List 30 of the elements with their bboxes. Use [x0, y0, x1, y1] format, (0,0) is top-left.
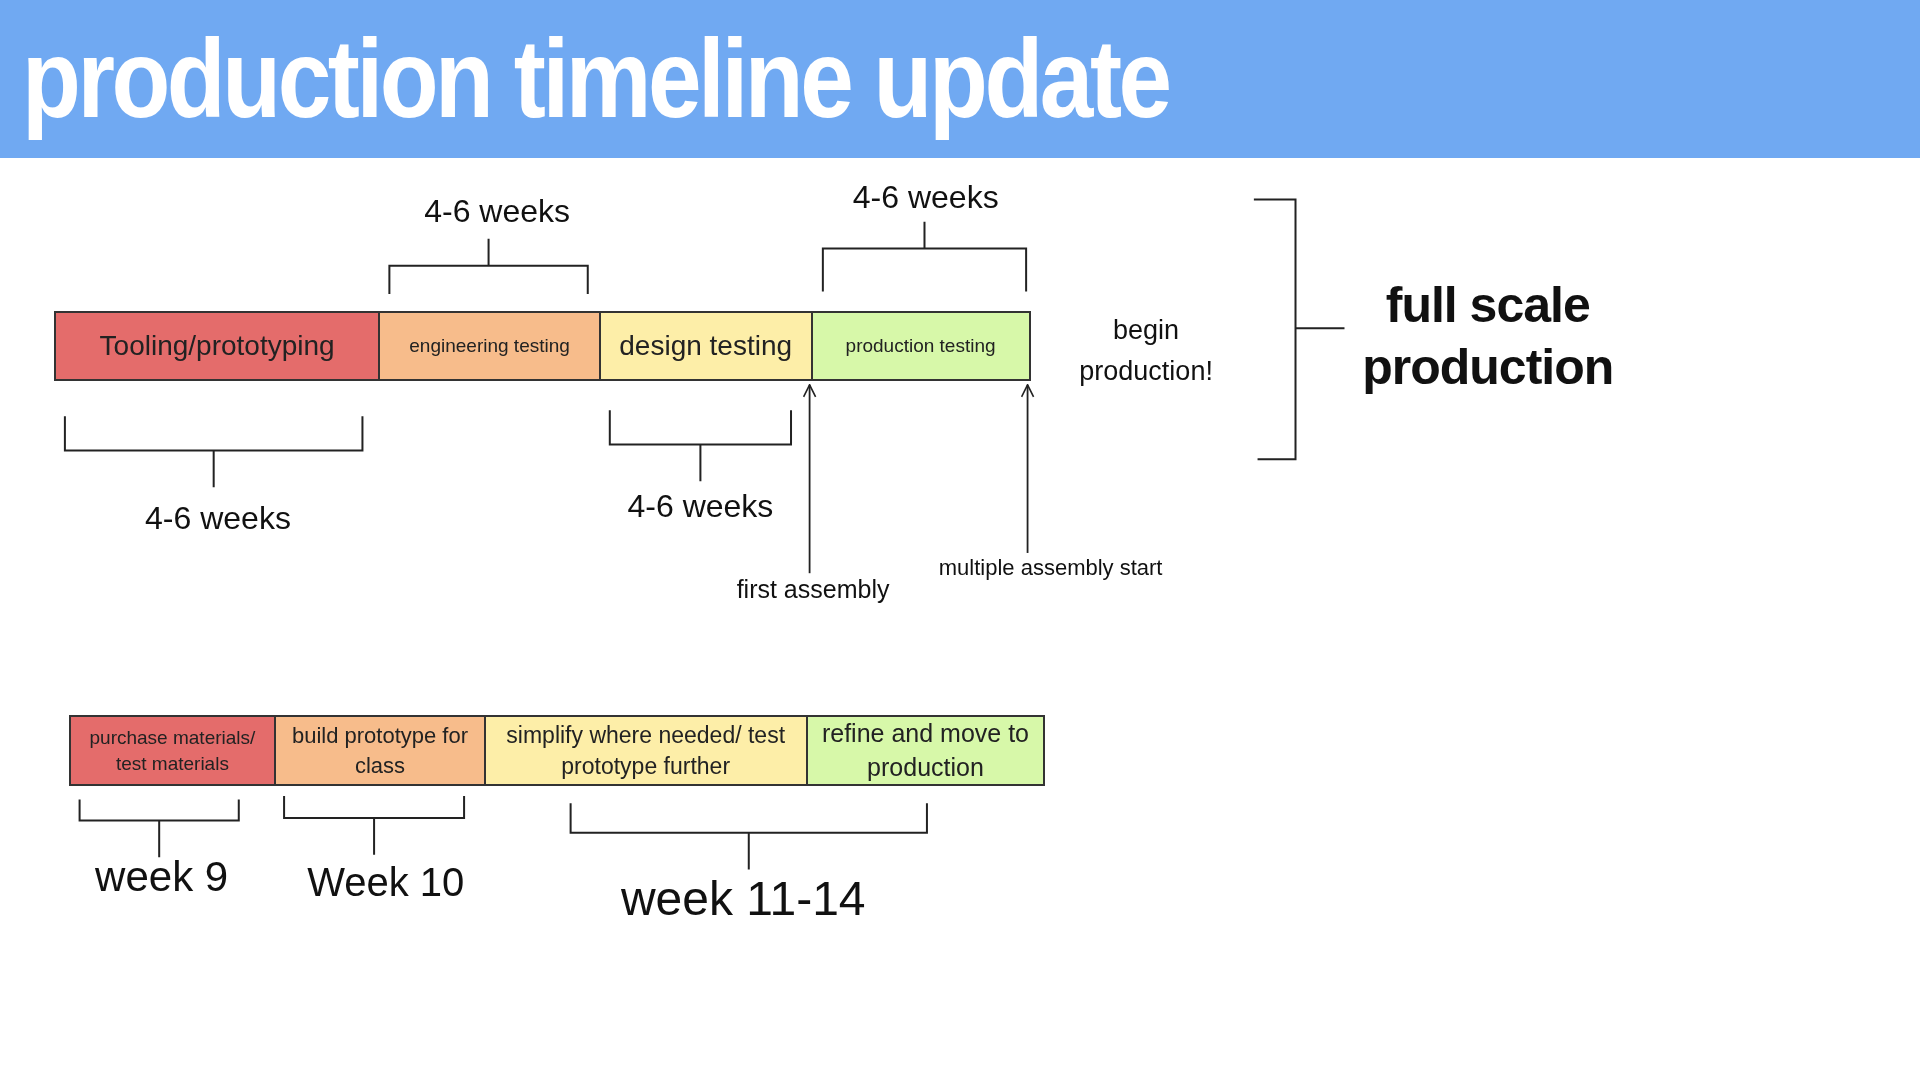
timeline-segment [53, 311, 381, 381]
annotation-text: multiple assembly start [938, 554, 1163, 581]
duration-label: Week 10 [307, 860, 465, 906]
timeline-segment [805, 715, 1046, 787]
annotation-text: first assembly [736, 575, 890, 605]
duration-label: 4-6 weeks [852, 179, 999, 217]
timeline-segment [68, 715, 277, 787]
timeline-segment [274, 715, 486, 787]
timeline-segment [483, 715, 808, 787]
duration-label: week 9 [95, 852, 229, 901]
segment-label: engineering testing [408, 334, 571, 359]
heading-text: full scale production [1361, 275, 1615, 398]
timeline-segment [598, 311, 813, 381]
segment-label: simplify where needed/ test prototype further [505, 720, 787, 781]
duration-label: week 11-14 [620, 871, 866, 927]
duration-label: 4-6 weeks [145, 499, 291, 537]
duration-label: 4-6 weeks [424, 192, 571, 230]
duration-label: 4-6 weeks [627, 487, 774, 525]
segment-label: Tooling/prototyping [98, 329, 336, 363]
timeline-segment [378, 311, 601, 381]
title: production timeline update [22, 15, 1169, 143]
segment-label: build prototype for class [290, 721, 469, 780]
segment-label: purchase materials/ test materials [88, 725, 257, 776]
arrow [1020, 383, 1035, 554]
segment-label: production testing [844, 334, 997, 359]
segment-label: refine and move to production [820, 717, 1030, 783]
timeline-segment [810, 311, 1031, 381]
note-text: begin production! [1078, 313, 1214, 389]
segment-label: design testing [618, 329, 794, 363]
arrow [802, 383, 817, 575]
